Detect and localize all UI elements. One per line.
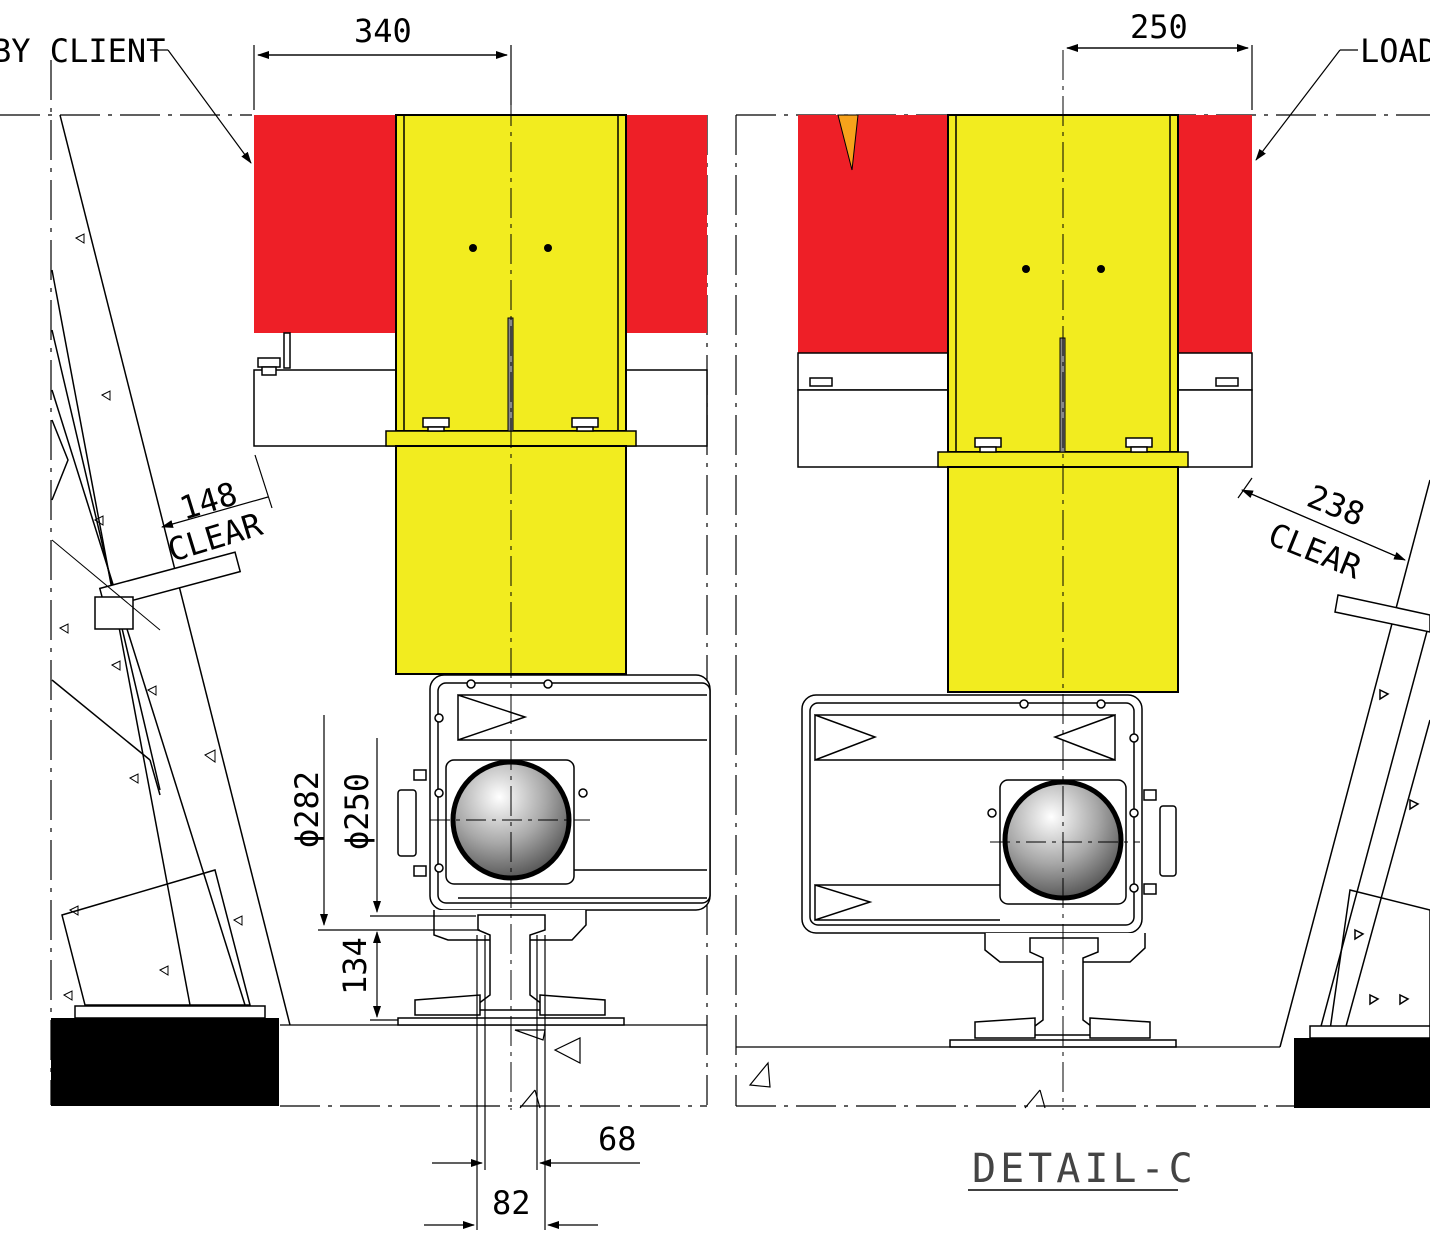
by-client-label: BY CLIENT	[0, 32, 165, 70]
dim-340-label: 340	[354, 12, 412, 50]
red-panel-left-a	[254, 115, 398, 333]
red-panel-left-b	[626, 115, 707, 333]
load-label: LOAD	[1360, 32, 1430, 70]
clear-right-value: 238	[1302, 477, 1370, 534]
floor-slab-right	[736, 1046, 1295, 1109]
footing-right	[1294, 1038, 1430, 1108]
red-panel-right-a	[798, 115, 950, 353]
dim-340	[253, 45, 512, 110]
dim-134-label: 134	[336, 937, 374, 995]
dim-250-label: 250	[1130, 8, 1188, 46]
left-view: 340 BY CLIENT 148 CLEAR ϕ282 ϕ250 134	[0, 12, 711, 1230]
dia-282-label: ϕ282	[288, 771, 326, 848]
detail-title: DETAIL-C	[972, 1146, 1197, 1192]
right-view: 250 LOAD 238 CLEAR DETAIL-C	[735, 8, 1430, 1192]
dim-68-label: 68	[598, 1120, 637, 1158]
wall-hatch-marks	[58, 233, 243, 1001]
dim-250	[1066, 44, 1253, 110]
footing-left	[51, 1018, 279, 1106]
floor-slab-left	[280, 1024, 707, 1109]
dim-82-label: 82	[492, 1184, 531, 1222]
dia-250-label: ϕ250	[338, 773, 376, 850]
inclined-wall-left	[51, 114, 291, 1026]
inclined-wall-right	[1279, 479, 1430, 1048]
red-panel-right-b	[1174, 115, 1252, 353]
